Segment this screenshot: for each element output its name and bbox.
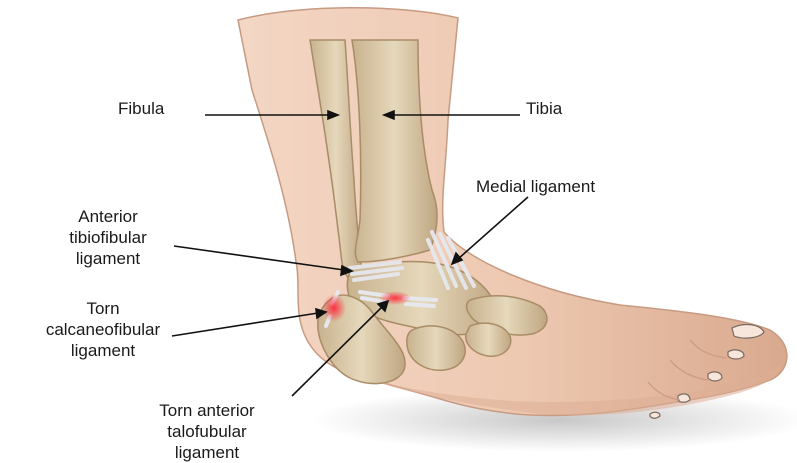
label-line: Torn: [34, 298, 172, 319]
label-line: ligament: [140, 442, 274, 463]
label-line: calcaneofibular: [34, 319, 172, 340]
toenail-5: [650, 412, 660, 418]
label-line: Torn anterior: [140, 400, 274, 421]
calcaneofibular-leader: [172, 313, 318, 336]
label-line: ligament: [34, 340, 172, 361]
label-line: talofubular: [140, 421, 274, 442]
label-torn-calcaneofibular-ligament: Torn calcaneofibular ligament: [34, 298, 172, 361]
label-fibula-text: Fibula: [118, 98, 164, 119]
label-tibia: Tibia: [526, 98, 562, 119]
label-tibia-text: Tibia: [526, 98, 562, 119]
label-medial-ligament-text: Medial ligament: [476, 176, 595, 197]
medial-ligament-leader: [458, 197, 528, 259]
label-anterior-tibiofibular-ligament: Anterior tibiofibular ligament: [44, 206, 172, 269]
label-line: ligament: [44, 248, 172, 269]
label-line: Anterior: [44, 206, 172, 227]
label-fibula: Fibula: [118, 98, 164, 119]
toenail-4: [678, 394, 690, 402]
toenail-big: [732, 325, 764, 339]
toenail-2: [728, 350, 744, 359]
label-torn-anterior-talofibular-ligament: Torn anterior talofubular ligament: [140, 400, 274, 463]
toenail-3: [708, 372, 722, 381]
label-medial-ligament: Medial ligament: [476, 176, 595, 197]
label-line: tibiofibular: [44, 227, 172, 248]
calcaneofibular-tear-marker: [322, 294, 346, 322]
